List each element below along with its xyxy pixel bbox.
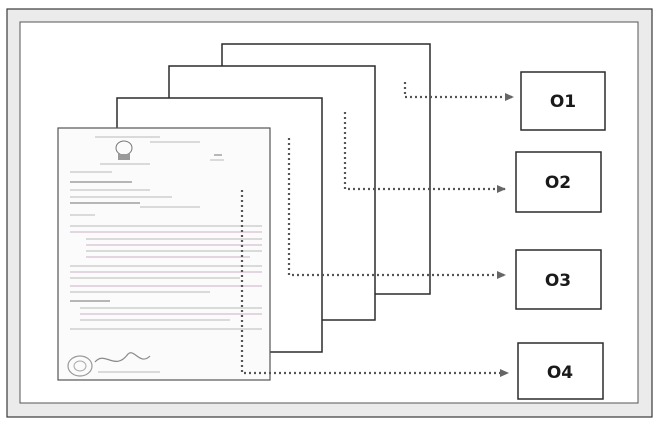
signature-icon [94, 352, 151, 363]
output-box-o3: O3 [515, 249, 602, 310]
connector-o1 [403, 82, 514, 101]
dotted-connectors [240, 82, 514, 377]
output-label-o1: O1 [550, 92, 576, 112]
output-label-o3: O3 [545, 271, 571, 291]
connector-o4 [240, 190, 509, 377]
output-label-o4: O4 [547, 363, 573, 383]
output-label-o2: O2 [545, 173, 571, 193]
output-box-o4: O4 [517, 342, 604, 400]
output-box-o2: O2 [515, 151, 602, 213]
scanned-document [57, 127, 271, 381]
seal-icon [67, 355, 93, 377]
connector-o2 [343, 112, 506, 193]
connector-o3 [287, 138, 506, 279]
scanned-document-page [57, 127, 271, 381]
emblem-icon [115, 140, 133, 160]
output-box-o1: O1 [520, 71, 606, 131]
